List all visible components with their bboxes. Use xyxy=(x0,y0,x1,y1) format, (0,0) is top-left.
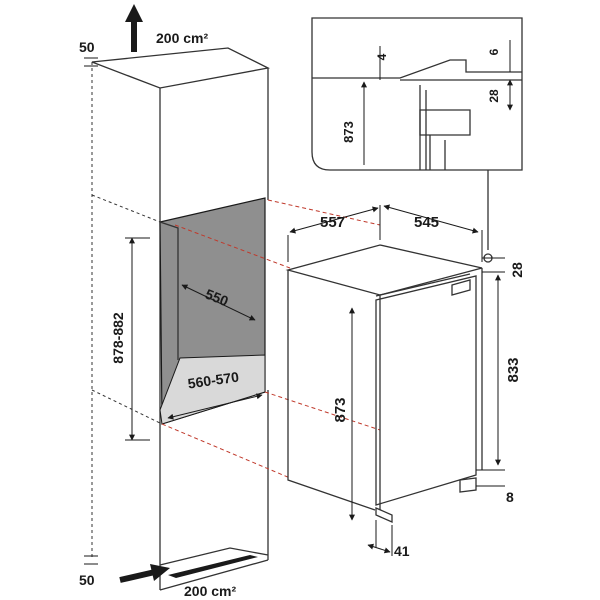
foot-ticks xyxy=(476,469,505,487)
door-offset-ticks xyxy=(375,520,393,556)
niche-width-label: 560-570 xyxy=(187,369,240,392)
inset-top-profile xyxy=(312,59,522,79)
cabinet-bottom-slot xyxy=(159,547,269,566)
inset-label-6: 6 xyxy=(487,48,501,55)
niche-height-ticks xyxy=(125,237,150,441)
inset-label-28: 28 xyxy=(487,89,501,103)
vent-top-arrow-head xyxy=(125,4,143,22)
appliance-depth-dim xyxy=(289,206,379,234)
inset-label-873: 873 xyxy=(341,121,356,143)
vent-bottom-label: 200 cm² xyxy=(184,583,236,599)
appliance-width-label: 545 xyxy=(414,214,439,231)
body-height-label: 833 xyxy=(505,357,522,382)
gap-bottom-label: 50 xyxy=(79,572,95,588)
cabinet-top-face xyxy=(91,47,271,89)
appliance-door xyxy=(375,275,477,506)
appliance-foot-right xyxy=(459,477,477,493)
niche-width-dim xyxy=(167,393,263,420)
door-offset-dim xyxy=(367,543,391,554)
gap-top-label: 50 xyxy=(79,39,95,55)
guide-red-3 xyxy=(264,391,381,431)
door-offset-label: 41 xyxy=(394,543,410,559)
vent-top-label: 200 cm² xyxy=(156,30,208,46)
cabinet-bottom-edge xyxy=(159,559,269,591)
guide-bottom-left xyxy=(91,389,163,425)
cabinet xyxy=(91,47,271,591)
ventilation: 200 cm² 200 cm² xyxy=(119,4,236,599)
appliance-depth-ticks xyxy=(287,205,381,262)
foot-label: 8 xyxy=(506,489,514,505)
inset-hinge-block xyxy=(419,109,471,136)
gap-top-ticks xyxy=(84,57,98,67)
gap-bottom-ticks xyxy=(84,555,98,565)
appliance-height-label: 873 xyxy=(332,397,349,422)
gap-dimensions: 50 50 xyxy=(79,39,98,588)
niche-height-label: 878-882 xyxy=(110,312,126,364)
appliance-foot-left xyxy=(375,507,393,523)
vent-bottom-arrow-head xyxy=(150,564,170,581)
appliance-hinge xyxy=(451,279,471,296)
appliance-dimensions: 557 545 873 28 833 8 41 xyxy=(287,204,525,559)
appliance-width-dim xyxy=(383,204,479,234)
niche-depth-dim xyxy=(181,284,256,321)
inset-frame xyxy=(311,17,523,171)
plinth-opening xyxy=(168,555,258,578)
appliance xyxy=(285,244,483,523)
inset-door-edges xyxy=(429,135,446,170)
appliance-door-top-strip xyxy=(375,273,471,297)
appliance-top xyxy=(285,244,483,296)
inset-hinge-side xyxy=(419,85,427,170)
detail-inset: 4 6 28 873 xyxy=(311,17,523,263)
niche xyxy=(159,197,266,425)
appliance-left-side xyxy=(287,270,376,511)
top-gap-ticks xyxy=(482,257,505,273)
inset-label-4: 4 xyxy=(375,53,389,60)
niche-inner-edge xyxy=(159,221,179,360)
appliance-depth-label: 557 xyxy=(320,214,345,231)
guide-red-4 xyxy=(161,423,291,479)
guide-top-left xyxy=(91,194,161,223)
vent-bottom-arrow-shaft xyxy=(119,569,156,583)
top-gap-label: 28 xyxy=(509,262,525,278)
